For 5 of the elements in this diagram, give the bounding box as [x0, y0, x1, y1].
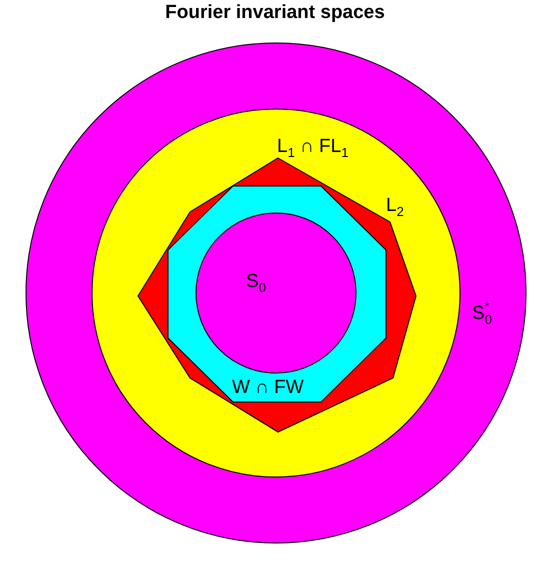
- region-label: L$_{1}$ ∩ FL$_{1}$: [277, 137, 348, 159]
- region-label: W ∩ FW: [232, 378, 304, 397]
- chart-title: Fourier invariant spaces: [164, 2, 386, 24]
- region-label: L$_{2}$: [386, 196, 404, 218]
- region-label: S$_{0}$: [246, 272, 266, 294]
